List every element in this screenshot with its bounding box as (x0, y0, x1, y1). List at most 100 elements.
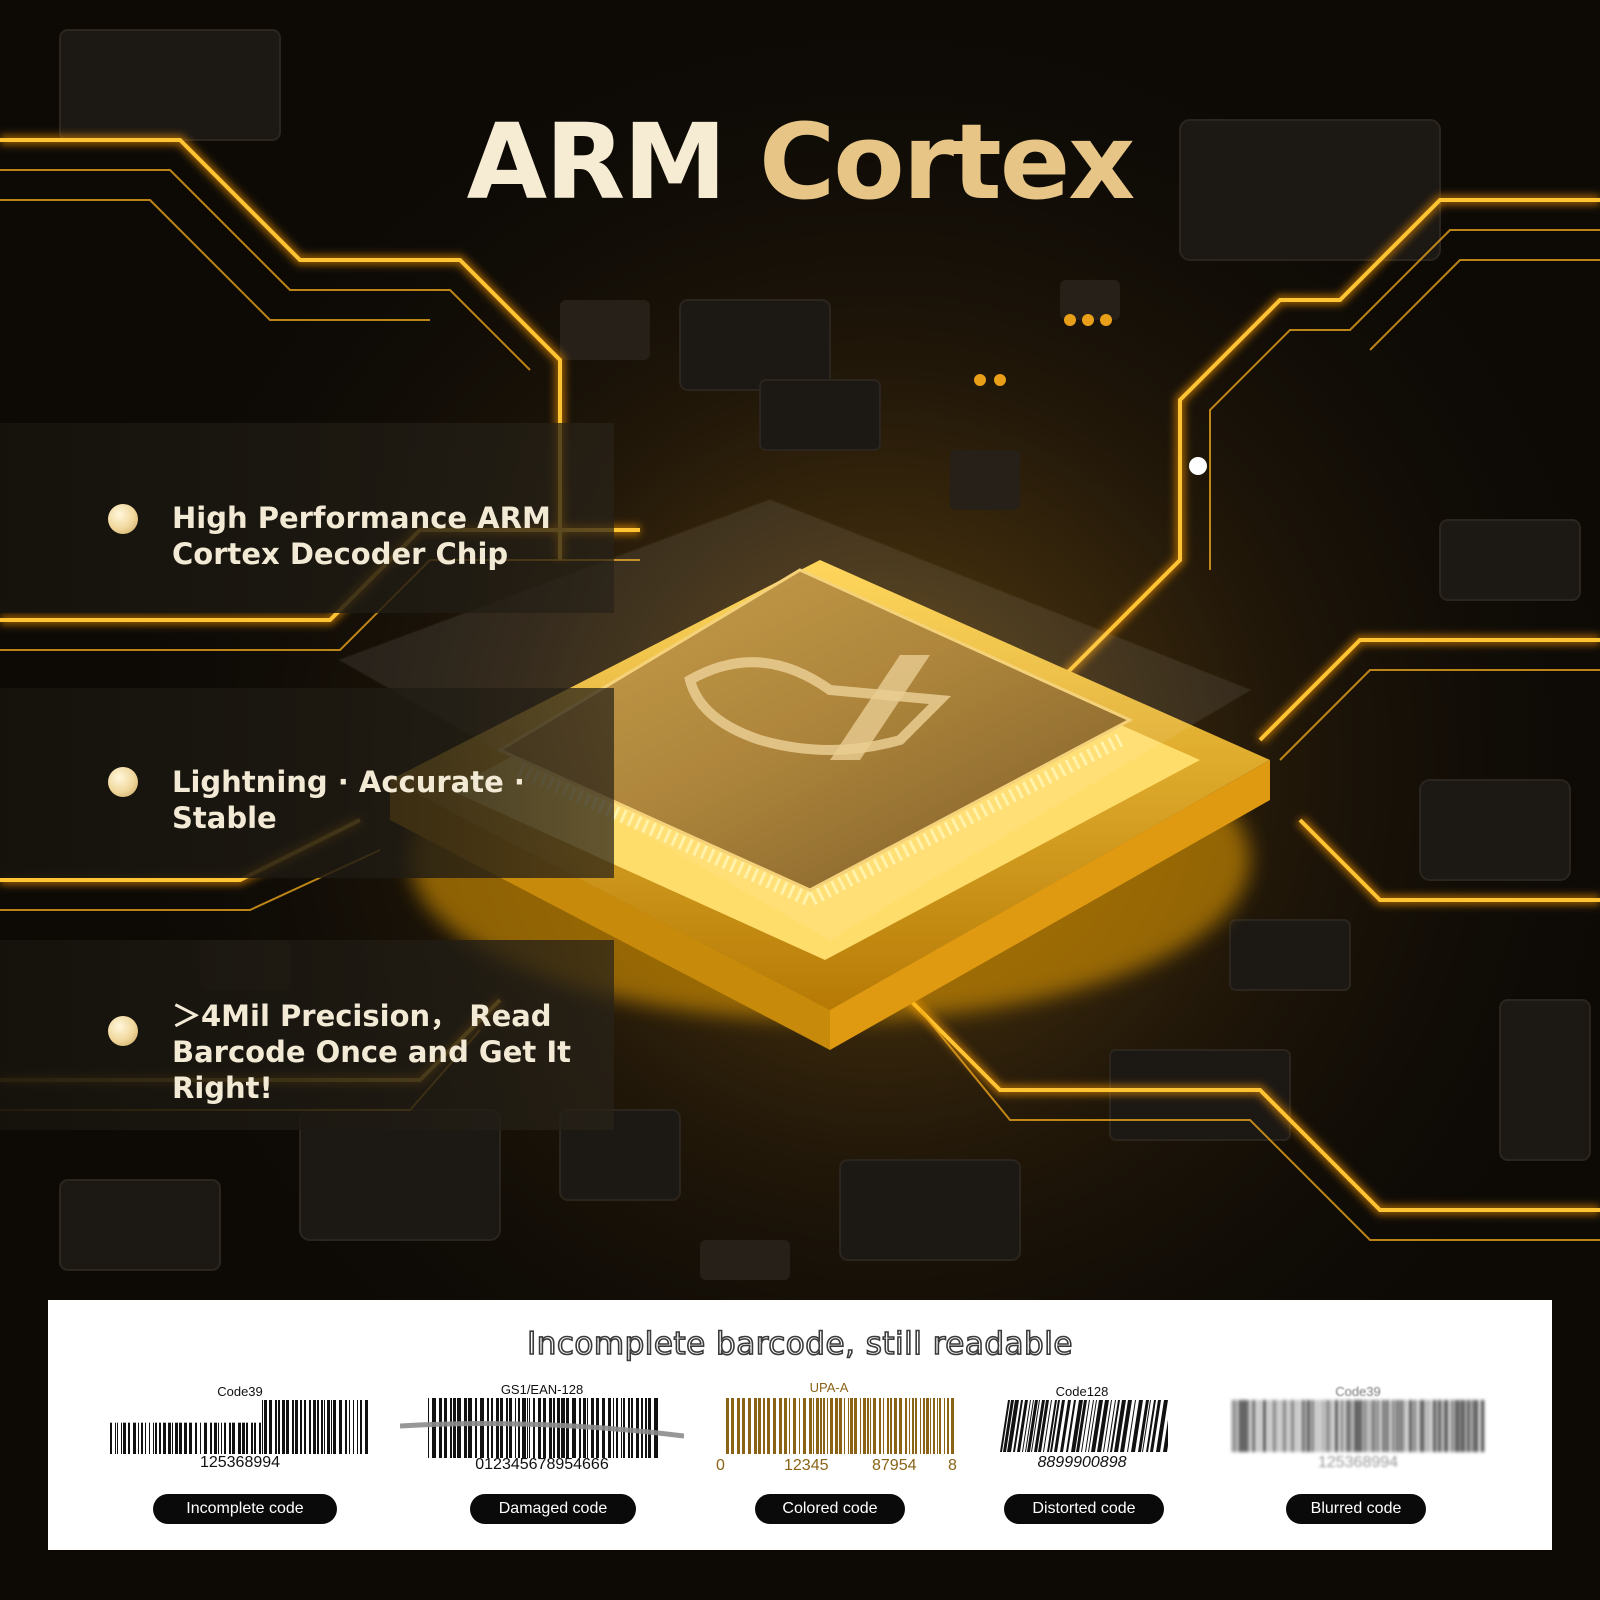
barcode-bar (153, 1422, 154, 1454)
barcode-bar (813, 1398, 814, 1454)
barcode-bar (313, 1400, 316, 1454)
barcode-bar (1127, 1400, 1136, 1452)
barcode-bar (360, 1400, 362, 1454)
barcode-bar (1353, 1400, 1354, 1452)
barcode-bar (242, 1422, 245, 1454)
barcode-bar (784, 1398, 787, 1454)
barcode-bar (282, 1400, 285, 1454)
page-title: ARM Cortex (0, 100, 1600, 225)
feature-text: Lightning · Accurate · Stable (172, 765, 525, 835)
barcode-bar (457, 1398, 461, 1458)
barcode-bar (349, 1400, 350, 1454)
barcode-bar (365, 1400, 368, 1454)
barcode-bar (254, 1422, 256, 1454)
barcode-bar (1307, 1400, 1310, 1452)
barcode-bar (1043, 1400, 1052, 1452)
barcode-bar (1292, 1400, 1294, 1452)
barcode-bar (1239, 1400, 1242, 1452)
barcode-bar (518, 1398, 520, 1458)
barcode-number: 8899900898 (1037, 1454, 1127, 1471)
barcode-bar (214, 1422, 217, 1454)
barcode-bar (1007, 1400, 1019, 1452)
barcode-bar (246, 1422, 248, 1454)
barcode-bar (1387, 1400, 1389, 1452)
barcode-bar (1150, 1400, 1161, 1452)
barcode-bar (763, 1398, 765, 1454)
barcode-number: 012345678954666 (475, 1456, 609, 1473)
barcode-bar (894, 1398, 897, 1454)
barcode-bar (1438, 1400, 1441, 1452)
barcode-bar (645, 1398, 647, 1458)
barcode-bar (1377, 1400, 1379, 1452)
barcode-bar (758, 1398, 761, 1454)
barcode-bar (1462, 1400, 1465, 1452)
barcode-bar (543, 1398, 546, 1458)
barcode-bar (839, 1398, 842, 1454)
barcode-bar (1277, 1400, 1278, 1452)
barcode-bar (1355, 1400, 1358, 1452)
barcode-bar (159, 1422, 161, 1454)
barcode-bar (1455, 1400, 1458, 1452)
barcode-bar (1459, 1400, 1461, 1452)
barcode-bar (264, 1400, 267, 1454)
barcode-bar (1054, 1400, 1065, 1452)
barcode-bar (1414, 1400, 1416, 1452)
barcode-bar (149, 1422, 150, 1454)
barcode-bar (204, 1422, 207, 1454)
barcode-bar (117, 1422, 118, 1454)
barcode-bar (1392, 1400, 1394, 1452)
barcode-number-part: 0 (716, 1457, 725, 1472)
barcode-bar (210, 1422, 212, 1454)
barcode-bar (1088, 1400, 1097, 1452)
barcode-symbology: UPA-A (809, 1380, 849, 1395)
barcode-bar (439, 1398, 442, 1458)
barcode-samples-card: Incomplete barcode, still readable Code3… (48, 1300, 1552, 1550)
barcode-bar (345, 1400, 347, 1454)
barcode-bar (1038, 1400, 1049, 1452)
barcode-bar (737, 1398, 740, 1454)
barcode-bar (1110, 1400, 1120, 1452)
barcode-bar (1142, 1400, 1151, 1452)
barcode-bar (221, 1422, 222, 1454)
barcode-bar (909, 1398, 910, 1454)
barcode-bar (275, 1400, 277, 1454)
barcode-bar (1467, 1400, 1470, 1452)
barcode-bar (1341, 1400, 1343, 1452)
barcode-bar (515, 1398, 516, 1458)
barcode-bar (944, 1398, 945, 1454)
barcode-bar (1359, 1400, 1362, 1452)
title-word-cortex: Cortex (758, 101, 1135, 223)
barcode-bar (820, 1398, 822, 1454)
barcode-bar (1138, 1400, 1149, 1452)
barcode-bar (1368, 1400, 1369, 1452)
barcode-bar (557, 1398, 560, 1458)
feature-panel-precision: ＞4Mil Precision， Read Barcode Once and G… (0, 940, 614, 1130)
barcode-bar (923, 1398, 925, 1454)
barcode-bar (1346, 1400, 1348, 1452)
barcode-bar (500, 1398, 503, 1458)
barcode-bar (1284, 1400, 1286, 1452)
barcode-bar (195, 1422, 197, 1454)
barcode-bar (1385, 1400, 1386, 1452)
feature-text: High Performance ARM Cortex Decoder Chip (172, 501, 551, 571)
barcode-bar (357, 1400, 358, 1454)
barcode-bar (854, 1398, 857, 1454)
barcode-bar (912, 1398, 914, 1454)
blurred-barcode (1232, 1400, 1484, 1452)
barcode-bar (748, 1398, 751, 1454)
barcode-bar (899, 1398, 902, 1454)
barcode-bar (561, 1398, 565, 1458)
barcode-bar (1047, 1400, 1057, 1452)
barcode-bar (835, 1398, 838, 1454)
barcode-bar (887, 1398, 889, 1454)
barcode-bar (278, 1400, 280, 1454)
barcode-bar (1097, 1400, 1109, 1452)
barcode-bar (1120, 1400, 1132, 1452)
barcode-bar (1234, 1400, 1235, 1452)
barcode-bar (286, 1400, 289, 1454)
barcode-bar (155, 1422, 157, 1454)
barcode-bar (731, 1398, 734, 1454)
